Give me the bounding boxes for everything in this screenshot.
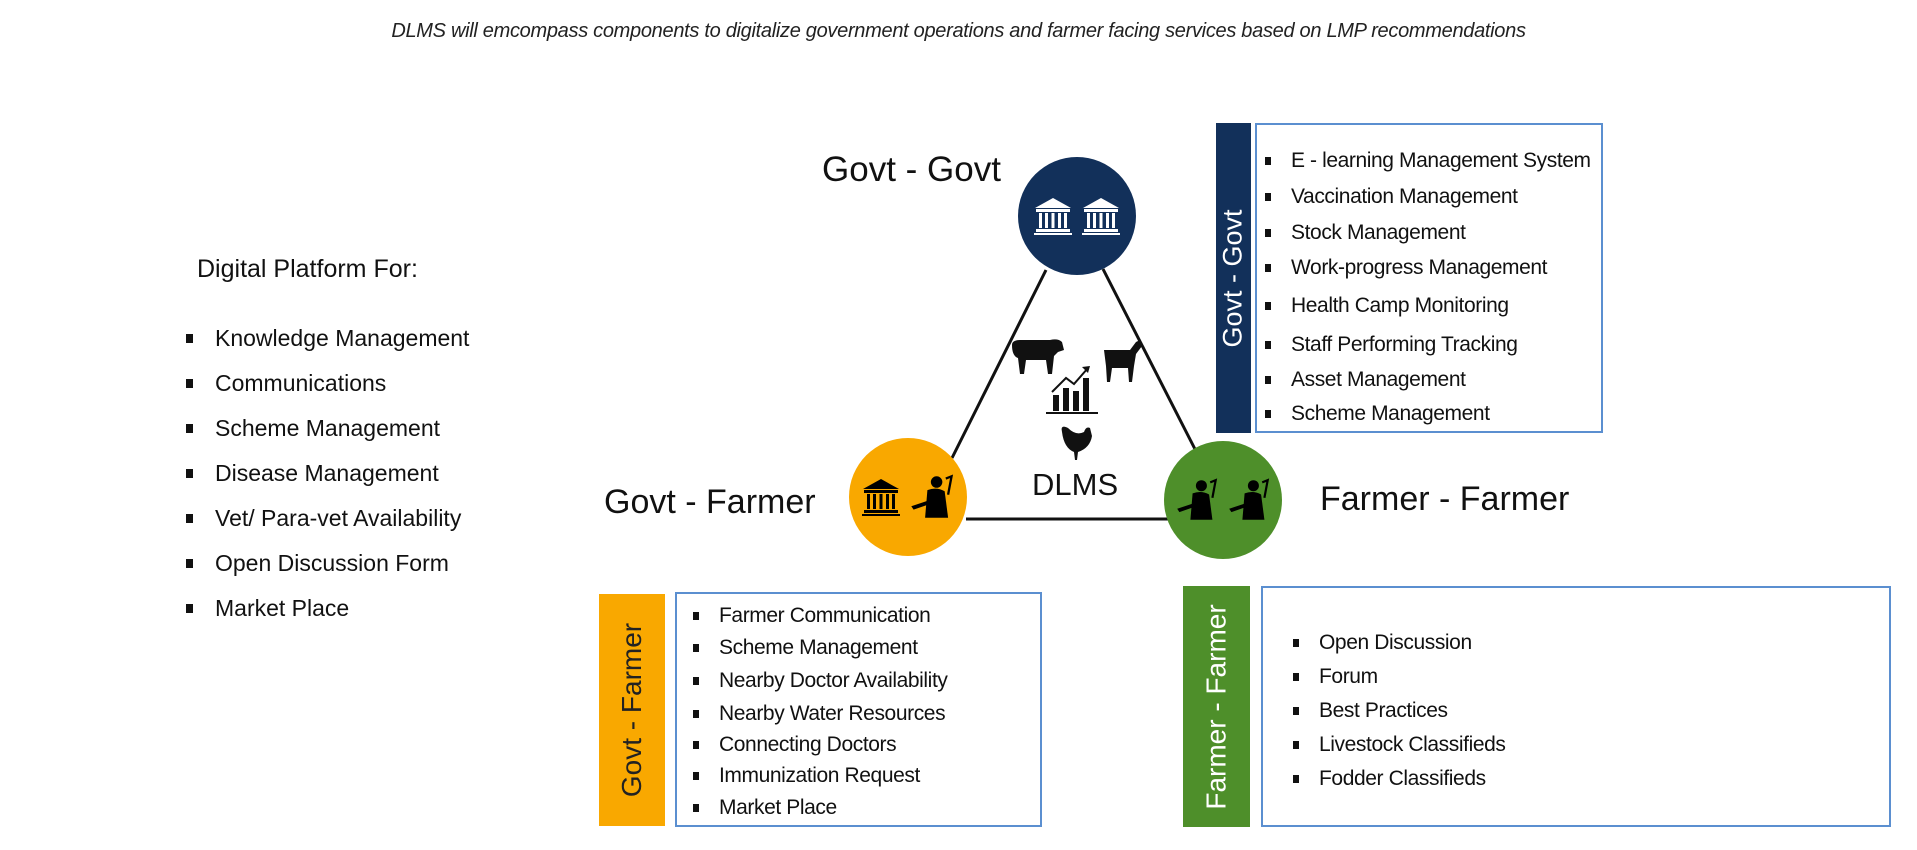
bullet-icon	[1265, 302, 1271, 310]
list-item: Nearby Doctor Availability	[693, 664, 948, 698]
list-item: Best Practices	[1293, 694, 1506, 727]
panel-tab-govt-farmer: Govt - Farmer	[599, 594, 665, 826]
bullet-icon	[693, 741, 699, 749]
bullet-icon	[186, 604, 193, 613]
bullet-icon	[1293, 639, 1299, 647]
bullet-icon	[1265, 375, 1271, 384]
list-item: Nearby Water Resources	[693, 698, 948, 730]
bullet-icon	[1265, 228, 1271, 237]
bullet-icon	[693, 804, 699, 812]
government-building-icon	[1081, 196, 1121, 236]
panel-list: Open Discussion Forum Best Practices Liv…	[1293, 626, 1506, 796]
bullet-icon	[186, 514, 193, 523]
list-item: Scheme Management	[1265, 396, 1591, 432]
node-label-farmer-farmer: Farmer - Farmer	[1320, 480, 1570, 518]
panel-tab-farmer-farmer: Farmer - Farmer	[1183, 586, 1250, 827]
government-building-icon	[861, 477, 901, 517]
farmer-icon	[1175, 478, 1219, 522]
bullet-icon	[1265, 264, 1271, 272]
list-item: Disease Management	[186, 451, 469, 496]
bullet-icon	[1293, 775, 1299, 783]
cow-icon	[1012, 339, 1064, 374]
bullet-icon	[1265, 156, 1271, 165]
list-item: Scheme Management	[693, 631, 948, 664]
goat-icon	[1104, 340, 1142, 382]
node-govt-farmer	[849, 438, 967, 556]
list-item: Fodder Classifieds	[1293, 762, 1506, 796]
list-item: Farmer Communication	[693, 600, 948, 631]
government-building-icon	[1033, 196, 1073, 236]
list-item: Open Discussion Form	[186, 541, 469, 586]
list-item: Immunization Request	[693, 760, 948, 792]
connector-line	[1101, 268, 1201, 458]
bullet-icon	[693, 643, 699, 652]
growth-chart-icon	[1046, 366, 1098, 414]
list-item: Stock Management	[1265, 215, 1591, 250]
list-item: Knowledge Management	[186, 316, 469, 361]
list-item: Vaccination Management	[1265, 179, 1591, 215]
list-item: Staff Performing Tracking	[1265, 326, 1591, 363]
panel-list: E - learning Management System Vaccinati…	[1265, 142, 1591, 432]
bullet-icon	[186, 334, 193, 343]
list-item: Market Place	[693, 792, 948, 824]
left-panel-heading: Digital Platform For:	[197, 255, 418, 283]
node-label-govt-govt: Govt - Govt	[822, 150, 1001, 189]
bullet-icon	[1293, 740, 1299, 749]
bullet-icon	[693, 710, 699, 718]
bullet-icon	[693, 611, 699, 620]
connector-line	[950, 269, 1048, 459]
list-item: Vet/ Para-vet Availability	[186, 496, 469, 541]
bullet-icon	[1265, 193, 1271, 201]
bullet-icon	[1265, 410, 1271, 418]
center-label: DLMS	[1032, 467, 1119, 502]
list-item: Forum	[1293, 660, 1506, 694]
bullet-icon	[186, 424, 193, 433]
bullet-icon	[693, 772, 699, 780]
bullet-icon	[1293, 706, 1299, 715]
panel-tab-govt-govt: Govt - Govt	[1216, 123, 1251, 433]
left-panel-list: Knowledge Management Communications Sche…	[186, 316, 469, 631]
list-item: Scheme Management	[186, 406, 469, 451]
node-farmer-farmer	[1164, 441, 1282, 559]
node-label-govt-farmer: Govt - Farmer	[604, 483, 816, 521]
farmer-icon	[1227, 478, 1271, 522]
bullet-icon	[186, 379, 193, 388]
list-item: Asset Management	[1265, 363, 1591, 396]
bullet-icon	[186, 469, 193, 478]
list-item: Communications	[186, 361, 469, 406]
panel-box-farmer-farmer: Open Discussion Forum Best Practices Liv…	[1261, 586, 1891, 827]
panel-box-govt-govt: E - learning Management System Vaccinati…	[1255, 123, 1603, 433]
panel-list: Farmer Communication Scheme Management N…	[693, 600, 948, 824]
bullet-icon	[186, 559, 193, 568]
list-item: Work-progress Management	[1265, 250, 1591, 286]
bullet-icon	[1265, 340, 1271, 349]
diagram-title: DLMS will emcompass components to digita…	[391, 20, 1526, 42]
node-govt-govt	[1018, 157, 1136, 275]
list-item: Open Discussion	[1293, 626, 1506, 660]
farmer-icon	[909, 474, 955, 520]
list-item: Health Camp Monitoring	[1265, 286, 1591, 326]
bullet-icon	[693, 677, 699, 685]
list-item: Connecting Doctors	[693, 730, 948, 760]
list-item: E - learning Management System	[1265, 142, 1591, 179]
hen-icon	[1061, 426, 1092, 460]
bullet-icon	[1293, 673, 1299, 681]
panel-box-govt-farmer: Farmer Communication Scheme Management N…	[675, 592, 1042, 827]
list-item: Market Place	[186, 586, 469, 631]
list-item: Livestock Classifieds	[1293, 727, 1506, 762]
